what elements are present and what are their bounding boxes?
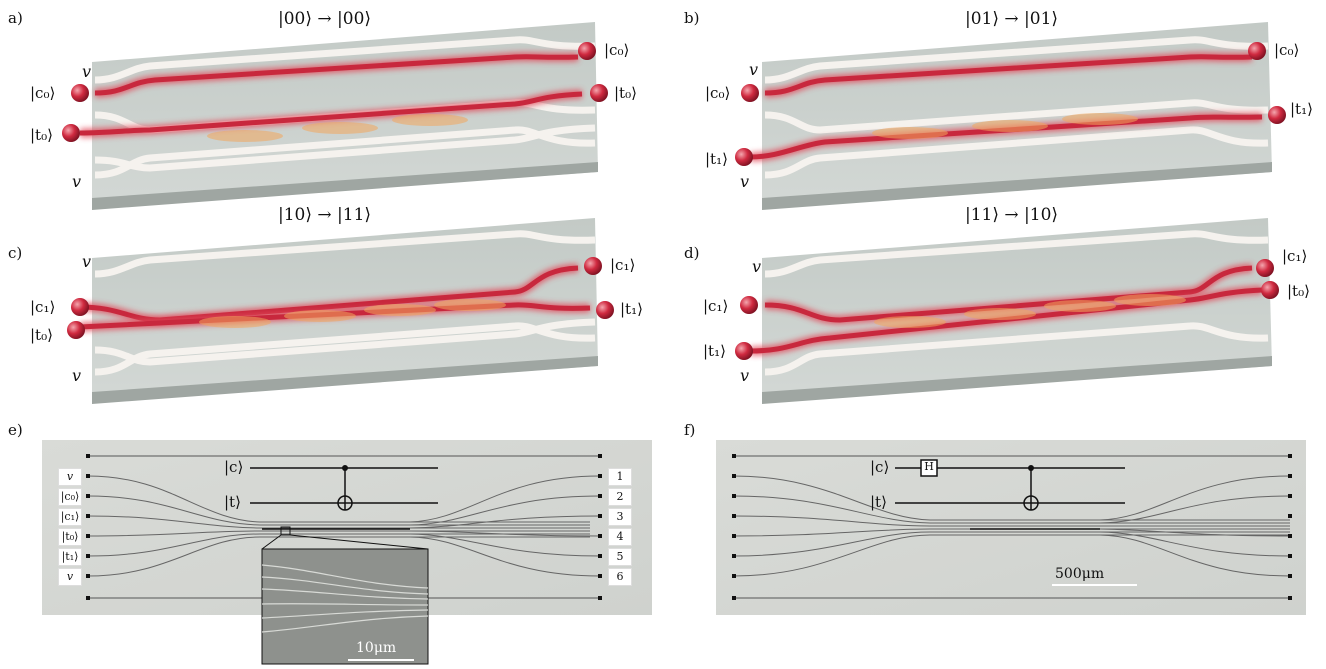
scale-bar-label: 10μm [356, 640, 397, 656]
panel-title: |10⟩ → |11⟩ [278, 205, 372, 225]
input-label: |t₀⟩ [30, 126, 53, 144]
panel-b-chip [735, 22, 1286, 210]
vacuum-label: v [72, 172, 82, 191]
output-label: |c₁⟩ [1282, 247, 1308, 265]
panel-letter: f) [684, 421, 696, 439]
input-label: |c₁⟩ [30, 298, 56, 316]
circuit-target-label: |t⟩ [224, 493, 241, 511]
panel-d-chip [735, 218, 1279, 404]
panel-a-chip [62, 22, 608, 210]
input-label: |c₀⟩ [30, 84, 56, 102]
panel-letter: a) [8, 9, 23, 27]
panel-letter: c) [8, 244, 23, 262]
vacuum-label: v [740, 172, 750, 191]
port-label: v [58, 568, 82, 586]
vacuum-label: v [740, 366, 750, 385]
vacuum-label: v [752, 257, 762, 276]
photon-icon [590, 84, 608, 102]
photon-icon [578, 42, 596, 60]
circuit-target-label: |t⟩ [870, 493, 887, 511]
output-label: |t₁⟩ [1290, 100, 1313, 118]
input-label: |c₁⟩ [703, 297, 729, 315]
panel-f-micrograph [716, 440, 1306, 615]
port-label: |t₀⟩ [58, 528, 82, 546]
hadamard-gate [920, 459, 938, 477]
panel-letter: b) [684, 9, 700, 27]
port-label: |c₁⟩ [58, 508, 82, 526]
input-label: |t₀⟩ [30, 326, 53, 344]
output-label: |t₀⟩ [614, 84, 637, 102]
panel-letter: e) [8, 421, 23, 439]
panel-title: |11⟩ → |10⟩ [965, 205, 1059, 225]
output-label: |c₀⟩ [604, 41, 630, 59]
circuit-control-label: |c⟩ [870, 458, 890, 476]
hadamard-label: H [924, 460, 934, 473]
port-number: 5 [608, 548, 632, 566]
vacuum-label: v [749, 60, 759, 79]
output-label: |c₀⟩ [1274, 41, 1300, 59]
panel-c-chip [67, 218, 614, 404]
port-number: 6 [608, 568, 632, 586]
panel-title: |00⟩ → |00⟩ [278, 9, 372, 29]
port-label: |t₁⟩ [58, 548, 82, 566]
vacuum-label: v [82, 62, 92, 81]
input-label: |t₁⟩ [703, 342, 726, 360]
output-label: |c₁⟩ [610, 256, 636, 274]
scale-bar-label: 500μm [1055, 566, 1105, 582]
input-label: |c₀⟩ [705, 84, 731, 102]
port-label: v [58, 468, 82, 486]
port-number: 1 [608, 468, 632, 486]
photon-icon [62, 124, 80, 142]
vacuum-label: v [72, 366, 82, 385]
port-label: |c₀⟩ [58, 488, 82, 506]
port-number: 3 [608, 508, 632, 526]
port-number: 4 [608, 528, 632, 546]
port-number: 2 [608, 488, 632, 506]
sem-inset [261, 548, 429, 665]
photon-icon [71, 84, 89, 102]
circuit-control-label: |c⟩ [224, 458, 244, 476]
vacuum-label: v [82, 252, 92, 271]
input-label: |t₁⟩ [705, 150, 728, 168]
panel-title: |01⟩ → |01⟩ [965, 9, 1059, 29]
panel-letter: d) [684, 244, 700, 262]
output-label: |t₀⟩ [1287, 282, 1310, 300]
output-label: |t₁⟩ [620, 300, 643, 318]
